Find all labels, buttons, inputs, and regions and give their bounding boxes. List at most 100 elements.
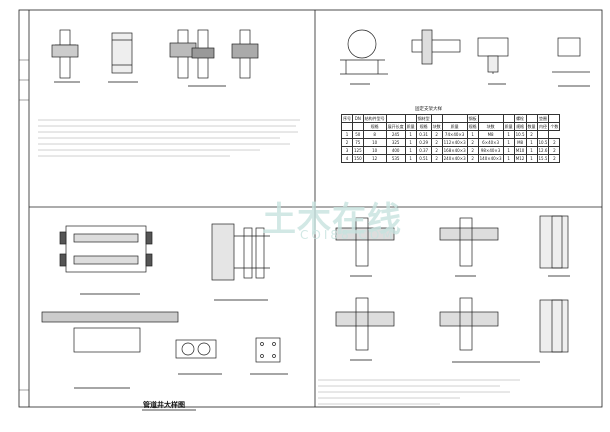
table-cell: 质量 <box>502 122 515 131</box>
table-cell: M8 <box>477 130 504 139</box>
table-cell: 2 <box>430 154 443 163</box>
table-cell <box>385 114 406 123</box>
watermark-sub: COI88.COM <box>300 228 396 242</box>
table-cell: 规格 <box>466 122 479 131</box>
table-cell: 2 <box>548 154 561 163</box>
table-cell: 10 <box>362 138 387 147</box>
table-cell: 2 <box>430 146 443 155</box>
table-cell: 个数 <box>548 122 561 131</box>
shaft-plan-details <box>41 223 281 363</box>
table-cell: 75 <box>352 138 364 147</box>
table-cell <box>548 114 561 123</box>
table-cell: 3 <box>341 146 353 155</box>
table-cell: 0.37 <box>415 146 432 155</box>
sheet-border <box>18 9 603 408</box>
table-cell: 125 <box>352 146 364 155</box>
table-cell: 1 <box>502 130 515 139</box>
table-cell: 螺栓 <box>513 114 527 123</box>
table-cell: 质量 <box>404 122 417 131</box>
table-cell: 数量 <box>525 122 538 131</box>
table-cell: M8 <box>513 138 527 147</box>
table-cell: 150 <box>352 154 364 163</box>
table-cell: 2 <box>548 138 561 147</box>
table-cell <box>404 114 417 123</box>
table-cell: 垫圈 <box>536 114 550 123</box>
table-cell: 2 <box>430 138 443 147</box>
table-cell: 74×40×3 <box>441 130 468 139</box>
table-cell: 0.51 <box>415 154 432 163</box>
table-cell: 0.31 <box>415 130 432 139</box>
table-cell: 内径 <box>536 122 550 131</box>
pipe-sleeve-details <box>51 29 259 79</box>
table-cell: 10.5 <box>536 138 550 147</box>
table-cell: 10 <box>362 146 387 155</box>
table-subheader-row: 规格展开长度质量规格块数质量规格块数质量规格数量内径个数 <box>341 122 561 131</box>
table-cell: 规格 <box>513 122 527 131</box>
support-details <box>340 29 590 75</box>
table-cell: 168×40×3 <box>441 146 468 155</box>
table-cell: 535 <box>385 154 406 163</box>
drawing-title: 管道井大样图 <box>143 401 185 409</box>
table-cell: 1 <box>404 138 417 147</box>
table-cell: 1 <box>525 138 538 147</box>
table-cell: 8 <box>362 130 387 139</box>
table-cell: 2 <box>430 130 443 139</box>
table-cell: 块数 <box>477 122 504 131</box>
watermark-main: 土木在线 <box>262 200 402 240</box>
penetration-details <box>335 215 569 353</box>
table-cell: 1 <box>502 138 515 147</box>
table-cell <box>430 114 443 123</box>
table-cell: 2 <box>466 146 479 155</box>
table-cell: 2 <box>548 146 561 155</box>
table-cell: 140×40×3 <box>477 154 504 163</box>
table-cell: 规格 <box>362 122 387 131</box>
table-cell: 2 <box>466 138 479 147</box>
table-cell <box>477 114 504 123</box>
table-cell <box>536 130 550 139</box>
table-cell: 4 <box>341 154 353 163</box>
table-cell <box>502 114 515 123</box>
table-cell: 12 <box>362 154 387 163</box>
table-cell: 序号 <box>341 114 353 123</box>
table-cell: 钢板 <box>466 114 479 123</box>
table-cell: 1 <box>525 146 538 155</box>
table-cell: 1 <box>404 130 417 139</box>
table-cell: 展开长度 <box>385 122 406 131</box>
table-cell: 2 <box>525 130 538 139</box>
table-cell: 1 <box>466 130 479 139</box>
table-cell: 6×40×3 <box>477 138 504 147</box>
table-cell: 2 <box>341 138 353 147</box>
table-cell: M10 <box>513 146 527 155</box>
table-cell: 10.5 <box>513 130 527 139</box>
table-cell: 112×40×3 <box>441 138 468 147</box>
table-cell: 质量 <box>441 122 468 131</box>
table-cell: 2 <box>466 154 479 163</box>
table-cell: 1 <box>341 130 353 139</box>
table-cell <box>525 114 538 123</box>
table-caption: 固定支架大样 <box>415 107 442 112</box>
table-cell: 0.29 <box>415 138 432 147</box>
table-cell: 钢材型 <box>415 114 432 123</box>
table-cell: 50 <box>352 130 364 139</box>
table-cell <box>341 122 353 131</box>
table-cell: 240×40×3 <box>441 154 468 163</box>
table-cell: 400 <box>385 146 406 155</box>
table-cell: 325 <box>385 138 406 147</box>
table-cell: 12.6 <box>536 146 550 155</box>
table-cell: 98×40×3 <box>477 146 504 155</box>
table-cell: 15.5 <box>536 154 550 163</box>
table-cell: 块数 <box>430 122 443 131</box>
table-cell: 规格 <box>415 122 432 131</box>
table-cell: DN <box>352 114 364 123</box>
table-cell: 1 <box>502 146 515 155</box>
table-cell: 结构件型号 <box>362 114 387 123</box>
table-cell: 245 <box>385 130 406 139</box>
table-cell <box>352 122 364 131</box>
